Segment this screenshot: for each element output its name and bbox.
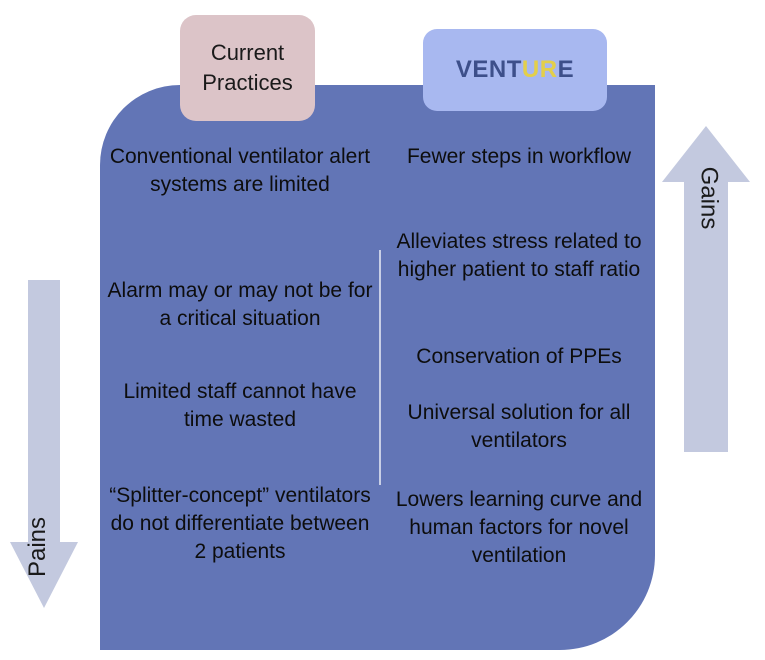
gains-label: Gains	[695, 166, 723, 230]
venture-suffix: E	[557, 56, 575, 83]
pain-item: Alarm may or may not be for a critical s…	[107, 279, 373, 330]
pain-item: “Splitter-concept” ventilators do not di…	[109, 484, 371, 563]
venture-accent: UR	[521, 56, 558, 83]
pain-item: Conventional ventilator alert systems ar…	[109, 145, 371, 196]
gains-arrow-icon	[662, 126, 750, 452]
header-current-practices: Current Practices	[180, 15, 315, 121]
gain-item: Conservation of PPEs	[416, 345, 622, 368]
gain-item: Alleviates stress related to higher pati…	[396, 230, 642, 281]
pain-item: Limited staff cannot have time wasted	[123, 380, 357, 431]
pains-arrow-icon	[10, 280, 78, 608]
venture-prefix: VENT	[455, 56, 522, 83]
gain-item: Universal solution for all ventilators	[407, 401, 631, 452]
column-divider	[379, 250, 381, 485]
gain-item: Fewer steps in workflow	[406, 145, 632, 168]
main-panel	[100, 85, 655, 650]
gain-item: Lowers learning curve and human factors …	[395, 488, 643, 567]
pains-label: Pains	[24, 516, 52, 578]
